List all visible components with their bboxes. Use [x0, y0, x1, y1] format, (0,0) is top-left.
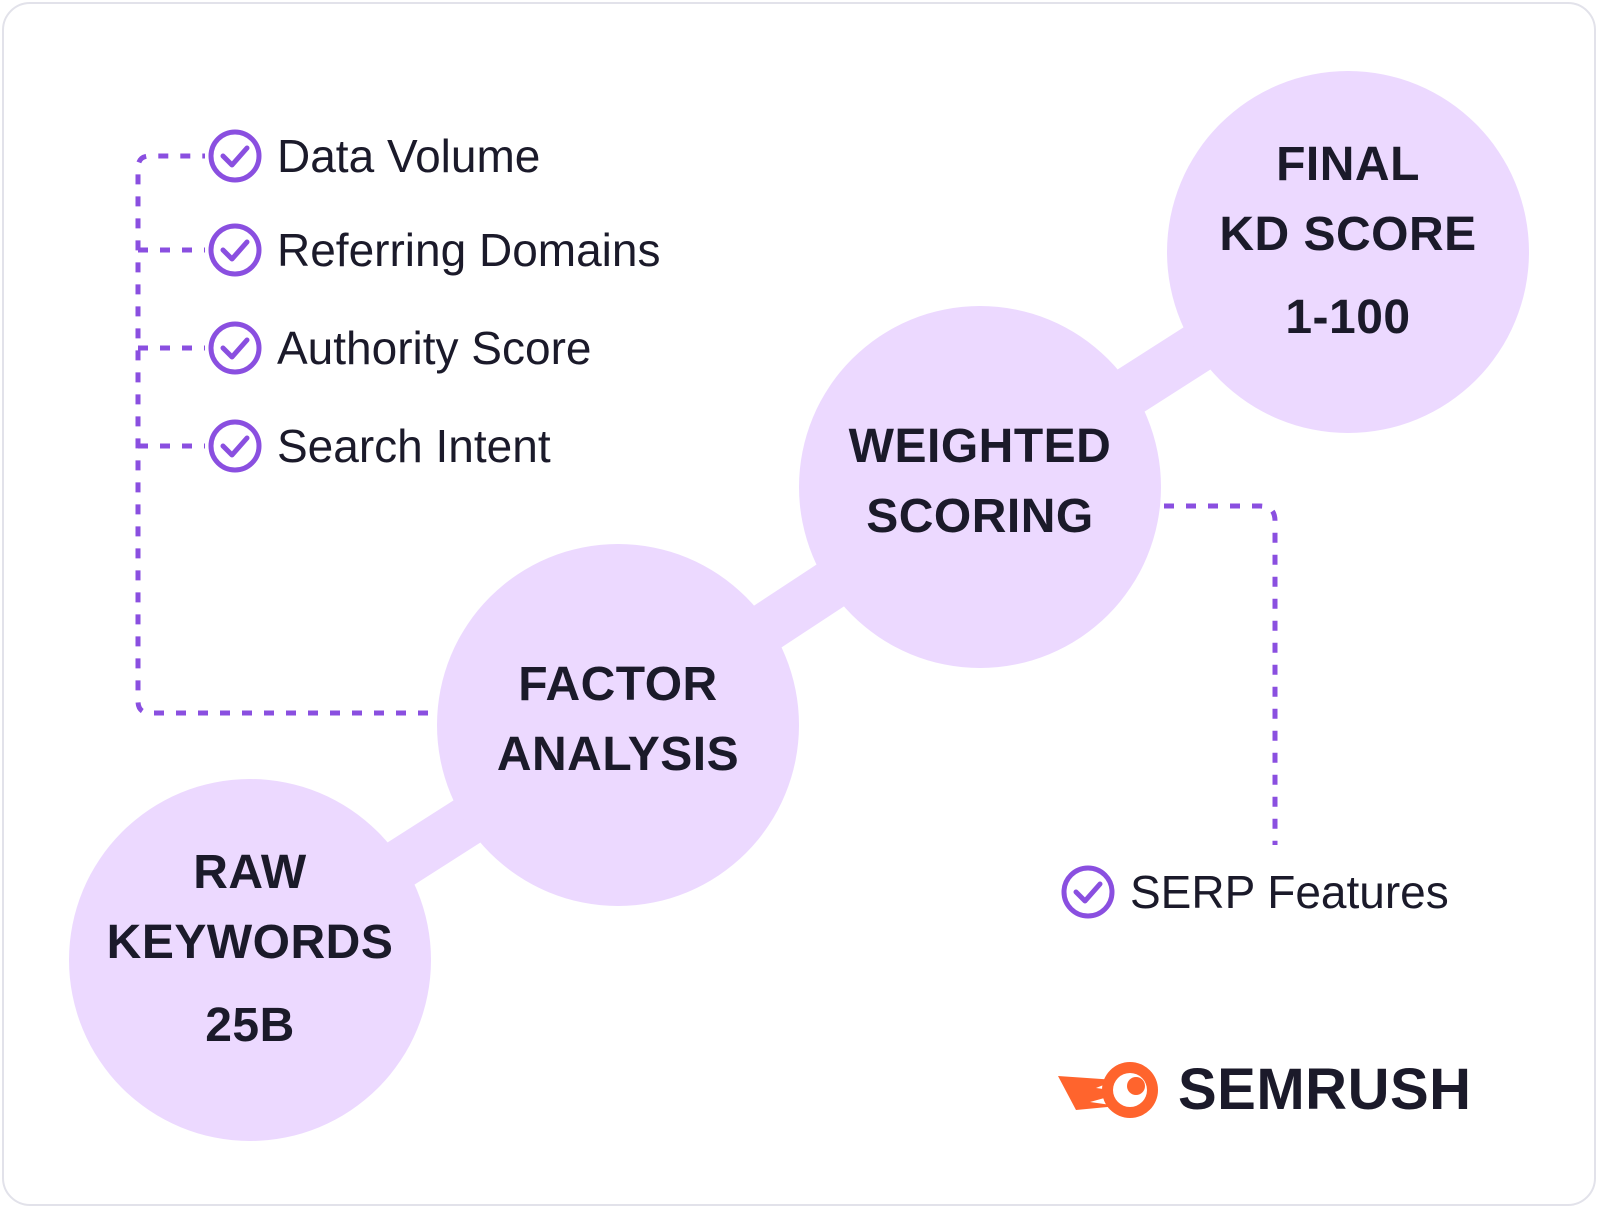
- weighted-line2: SCORING: [866, 490, 1094, 543]
- serp-features-item: SERP Features: [1060, 862, 1449, 922]
- factor-label: Referring Domains: [277, 224, 661, 276]
- raw-line1: RAW: [193, 846, 307, 899]
- final-line2: KD SCORE: [1219, 208, 1477, 261]
- factor-label: Data Volume: [277, 130, 541, 182]
- factor-label: Authority Score: [277, 322, 592, 374]
- factor-item-data-volume: Data Volume: [207, 126, 540, 186]
- semrush-logo: SEMRUSH: [1056, 1056, 1472, 1123]
- weighted-line1: WEIGHTED: [848, 420, 1112, 473]
- factor-item-search-intent: Search Intent: [207, 416, 551, 476]
- check-circle-icon: [208, 129, 262, 183]
- final-line1: FINAL: [1276, 138, 1420, 191]
- check-circle-icon: [208, 321, 262, 375]
- final-value: 1-100: [1285, 291, 1411, 344]
- node-weighted-scoring: [799, 306, 1161, 668]
- factors-dashed-bracket: [135, 153, 428, 716]
- semrush-comet-icon: [1058, 1061, 1158, 1118]
- node-final-kd-score: [1167, 71, 1529, 433]
- factor-label: Search Intent: [277, 420, 551, 472]
- serp-features-label: SERP Features: [1130, 866, 1449, 918]
- factor-analysis-label: FACTOR ANALYSIS: [438, 650, 798, 790]
- logo-wordmark: SEMRUSH: [1178, 1057, 1472, 1122]
- final-kd-score-label: FINAL KD SCORE 1-100: [1168, 130, 1528, 366]
- check-circle-icon: [1061, 865, 1115, 919]
- raw-line2: KEYWORDS: [106, 916, 394, 969]
- factor-item-authority-score: Authority Score: [207, 318, 591, 378]
- weighted-scoring-label: WEIGHTED SCORING: [800, 412, 1160, 552]
- check-circle-icon: [208, 223, 262, 277]
- node-factor-analysis: [437, 544, 799, 906]
- factor-item-referring-domains: Referring Domains: [207, 220, 660, 280]
- factor-line1: FACTOR: [518, 658, 718, 711]
- raw-value: 25B: [205, 999, 295, 1052]
- check-circle-icon: [208, 419, 262, 473]
- serp-dashed-connector: [1164, 503, 1278, 845]
- factor-line2: ANALYSIS: [496, 728, 740, 781]
- raw-keywords-label: RAW KEYWORDS 25B: [70, 838, 430, 1074]
- node-raw-keywords: [69, 779, 431, 1141]
